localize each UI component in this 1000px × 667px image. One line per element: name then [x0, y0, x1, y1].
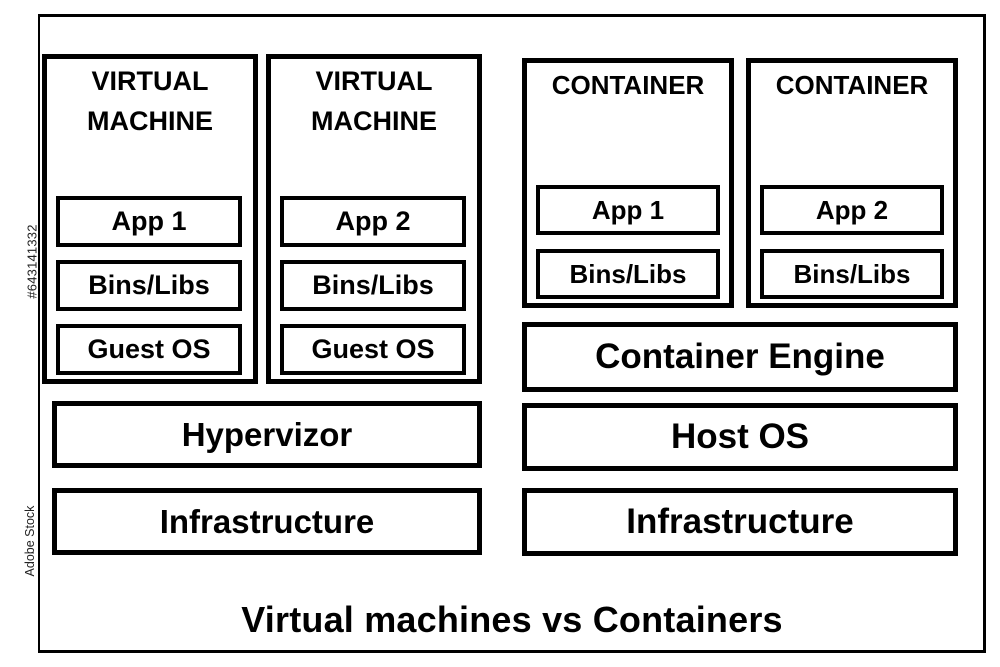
adobe-stock-watermark-strip: #643141332 Adobe Stock — [14, 14, 40, 653]
virtual-machine-2-title-line1: VIRTUAL — [315, 66, 433, 96]
container-2-app-layer: App 2 — [760, 185, 944, 235]
diagram-caption: Virtual machines vs Containers — [241, 599, 783, 640]
stock-image-id: #643141332 — [24, 224, 40, 299]
container-2-title: CONTAINER — [775, 70, 929, 100]
virtual-machine-2-app-layer: App 2 — [280, 196, 466, 247]
virtual-machine-2-binslibs-layer: Bins/Libs — [280, 260, 466, 311]
container-1-app-layer: App 1 — [536, 185, 720, 235]
virtual-machine-1-title-line2: MACHINE — [87, 106, 213, 136]
container-1-binslibs-layer: Bins/Libs — [536, 249, 720, 299]
container-engine-layer: Container Engine — [522, 322, 958, 392]
virtual-machine-1-guestos-layer: Guest OS — [56, 324, 242, 375]
hypervisor-layer: Hypervizor — [52, 401, 482, 468]
virtual-machine-1-binslibs-layer: Bins/Libs — [56, 260, 242, 311]
virtual-machine-2-guestos-layer: Guest OS — [280, 324, 466, 375]
virtual-machine-2-title-line2: MACHINE — [311, 106, 437, 136]
container-1-title: CONTAINER — [551, 70, 705, 100]
virtual-machine-1-title-line1: VIRTUAL — [91, 66, 209, 96]
left-infrastructure-layer: Infrastructure — [52, 488, 482, 555]
container-2-binslibs-layer: Bins/Libs — [760, 249, 944, 299]
stock-brand-label: Adobe Stock — [23, 505, 37, 577]
virtual-machine-1-app-layer: App 1 — [56, 196, 242, 247]
host-os-layer: Host OS — [522, 403, 958, 471]
right-infrastructure-layer: Infrastructure — [522, 488, 958, 556]
